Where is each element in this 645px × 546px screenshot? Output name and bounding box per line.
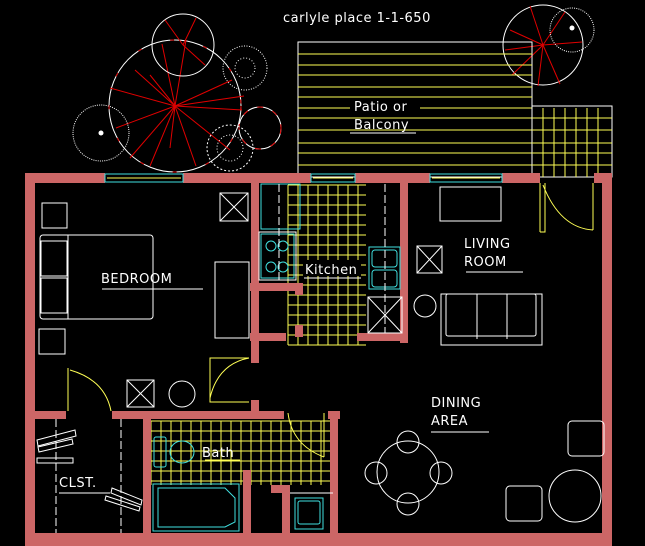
bath-label: Bath [202, 446, 234, 461]
bedroom-furniture [38, 192, 250, 408]
closet-label: CLST. [59, 476, 97, 491]
windows [104, 173, 503, 183]
dining-furniture [364, 420, 605, 523]
living-label-line1: LIVING [464, 237, 511, 252]
kitchen-label: Kitchen [305, 263, 357, 278]
bedroom-label: BEDROOM [101, 272, 172, 287]
dining-label-line1: DINING [431, 396, 481, 411]
living-furniture [413, 186, 543, 346]
kitchen-fixtures [258, 183, 403, 334]
tree-large [108, 39, 245, 173]
bath-tile [150, 420, 330, 485]
tree-top-left [151, 13, 215, 77]
doors [67, 183, 594, 458]
dining-label-line2: AREA [431, 414, 468, 429]
tree-right-small [238, 106, 282, 150]
patio-label-line1: Patio or [354, 100, 407, 115]
bath-fixtures [152, 436, 333, 532]
patio-decking [297, 41, 613, 178]
tree-shrub [206, 124, 254, 172]
closet-fixtures [36, 419, 143, 533]
tree-ring-left [72, 104, 130, 162]
living-label-line2: ROOM [464, 255, 507, 270]
tree-dotted-small [222, 45, 268, 91]
tree-top-right [502, 4, 595, 87]
walls [25, 173, 612, 546]
plan-title: carlyle place 1-1-650 [283, 11, 431, 26]
patio-label-line2: Balcony [354, 118, 409, 133]
